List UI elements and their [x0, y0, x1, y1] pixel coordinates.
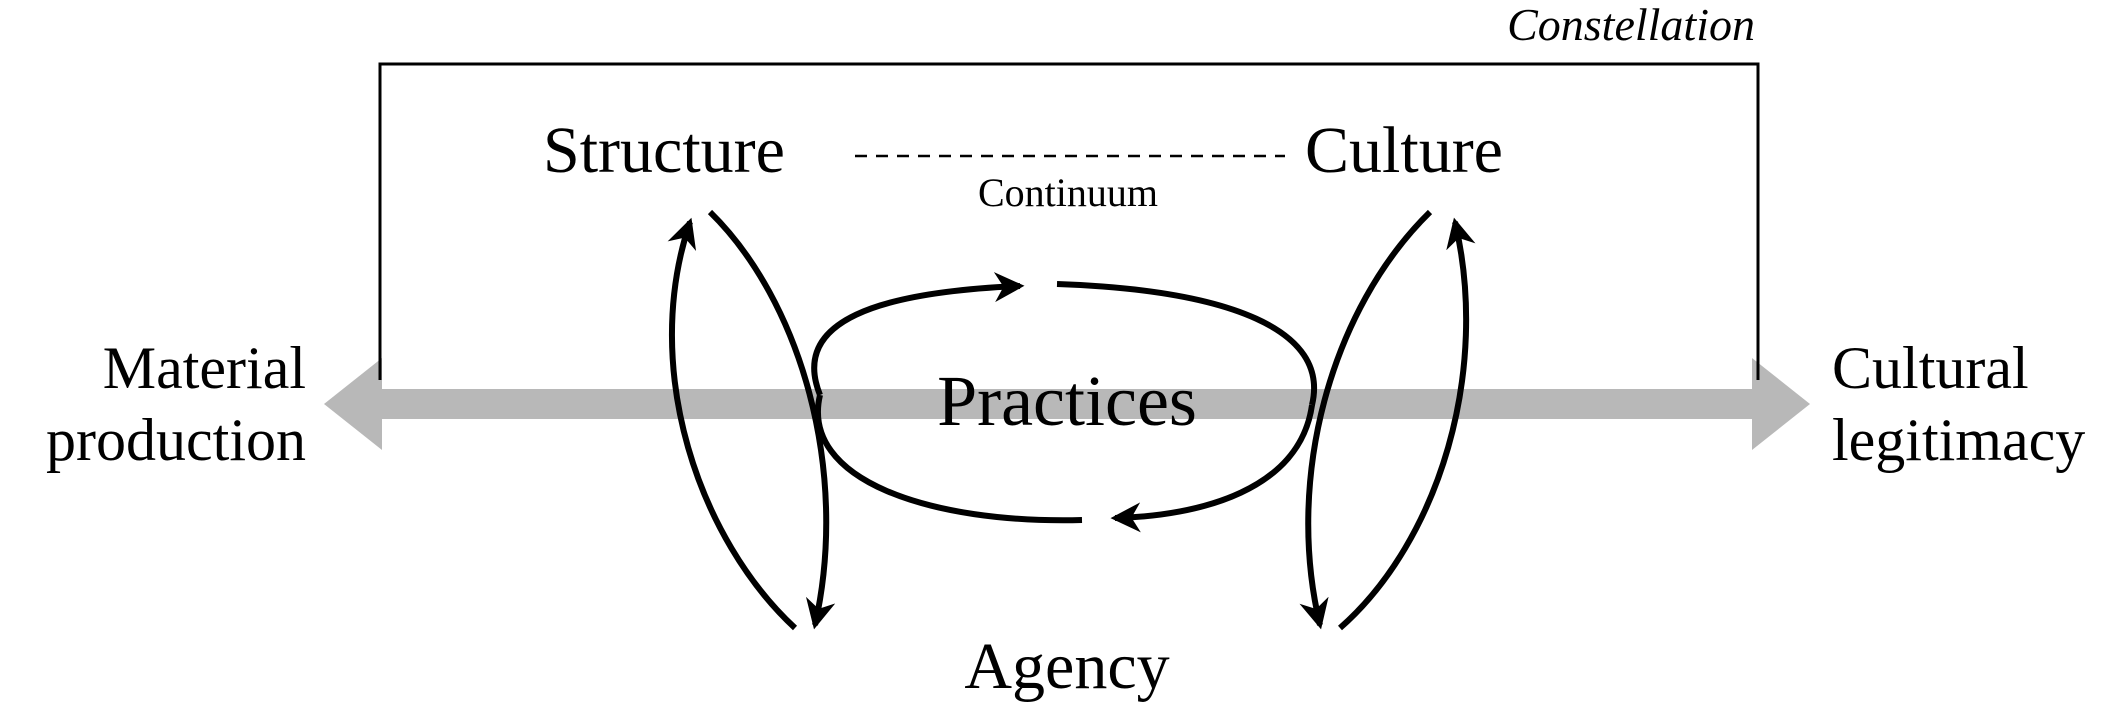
culture-agency-arrows	[1299, 209, 1476, 631]
cycle-upper-right-arc	[1056, 281, 1317, 406]
structure-agency-arrows	[667, 209, 836, 631]
continuum-label: Continuum	[978, 170, 1158, 215]
cycle-upper-arrow	[811, 272, 1025, 397]
material-cultural-axis	[324, 358, 1810, 450]
material-production-label-line1: Material	[103, 335, 306, 401]
constellation-label: Constellation	[1507, 0, 1755, 50]
axis-right-arrowhead	[1752, 358, 1810, 450]
axis-left-arrowhead	[324, 358, 382, 450]
agency-to-culture-arrow	[1338, 217, 1476, 631]
structure-to-agency-arrow	[707, 209, 836, 630]
cycle-lower-arrow	[1110, 404, 1315, 533]
culture-to-agency-arrow	[1299, 209, 1433, 630]
material-production-label-line2: production	[46, 407, 306, 473]
agency-label: Agency	[964, 630, 1169, 703]
practices-label: Practices	[937, 361, 1197, 441]
culture-label: Culture	[1305, 114, 1503, 187]
cultural-legitimacy-label-line1: Cultural	[1832, 335, 2029, 401]
cultural-legitimacy-label-line2: legitimacy	[1832, 407, 2085, 473]
axis-shaft	[372, 389, 1760, 419]
structure-label: Structure	[543, 114, 785, 187]
agency-to-structure-arrow	[667, 217, 798, 631]
constellation-bracket	[378, 62, 1760, 380]
